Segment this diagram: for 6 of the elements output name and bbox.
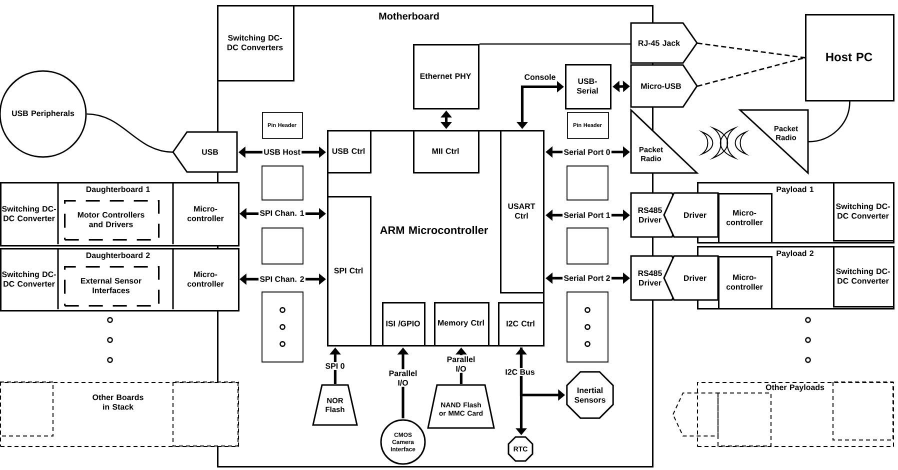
dashed-line: [697, 57, 806, 87]
dashed-line: [697, 42, 806, 58]
connection-line: [808, 101, 850, 142]
connection-line: [480, 43, 631, 45]
computer-box: Host PC: [805, 14, 894, 102]
connection-line: [86, 113, 174, 153]
